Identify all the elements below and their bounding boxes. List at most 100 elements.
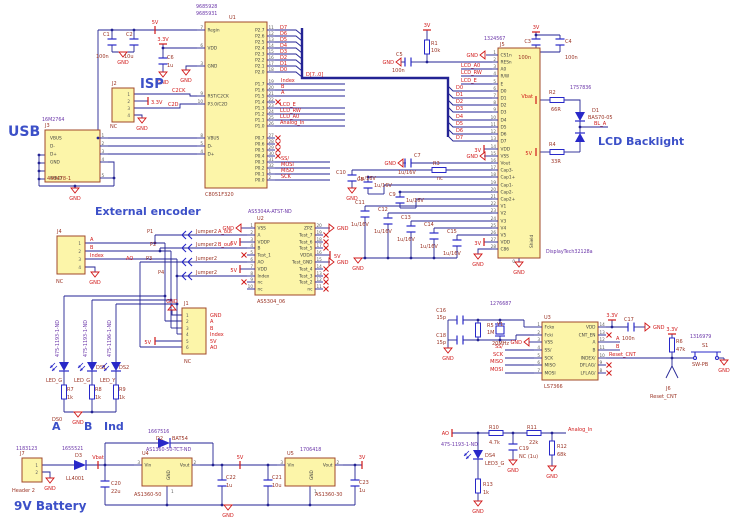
text-val: Jumper2 bbox=[195, 242, 217, 248]
gnd-arrow bbox=[508, 459, 518, 466]
text-ref: C13 bbox=[401, 215, 411, 221]
gnd-label: GND bbox=[337, 260, 349, 266]
text-val: 1k bbox=[483, 490, 489, 496]
pin-name: A0 bbox=[501, 67, 507, 73]
gnd-label: GND bbox=[442, 356, 454, 362]
text-val: 1u/16V bbox=[406, 198, 424, 204]
pin-number: 26 bbox=[491, 230, 497, 235]
gnd-arrow bbox=[395, 57, 402, 67]
power-label: 5V bbox=[152, 20, 159, 26]
junction-dot bbox=[37, 169, 41, 173]
pin-name: VBUS bbox=[208, 136, 220, 142]
pin-number: 3 bbox=[493, 64, 496, 69]
ic-u2 bbox=[247, 222, 323, 296]
pin-name: V2 bbox=[501, 211, 507, 217]
nc-mark bbox=[275, 141, 281, 147]
pin-name: Cap2- bbox=[501, 190, 514, 196]
junction-dot bbox=[550, 431, 554, 435]
pin-number: 2 bbox=[537, 330, 540, 335]
resistor bbox=[113, 384, 119, 400]
text-ref: R2 bbox=[549, 90, 556, 96]
pin-number: 2 bbox=[127, 99, 130, 104]
pin-name: SCK bbox=[545, 356, 554, 362]
order-code: 16M2764 bbox=[42, 117, 64, 123]
pin-name: P2.5 bbox=[255, 40, 265, 46]
power-label: 3V bbox=[533, 25, 540, 31]
nc-mark bbox=[323, 273, 329, 279]
refdes: J2 bbox=[111, 81, 117, 87]
text-ref: S1 bbox=[702, 343, 708, 349]
junction-dot bbox=[432, 256, 436, 260]
pin-name: P2.7 bbox=[255, 28, 265, 34]
pin-name: D7 bbox=[501, 139, 507, 145]
junction-dot bbox=[220, 503, 224, 507]
text-net: D1 bbox=[280, 61, 287, 67]
text-net: MISO bbox=[490, 359, 503, 365]
pin-number: 3 bbox=[537, 337, 540, 342]
capacitor bbox=[363, 181, 373, 189]
pin-name: P0.5 bbox=[255, 148, 265, 154]
gnd-arrow bbox=[137, 117, 147, 124]
gnd-label: GND bbox=[383, 60, 395, 66]
pin-name: Regin bbox=[208, 28, 220, 34]
gnd-arrow bbox=[514, 261, 524, 268]
wire bbox=[447, 92, 492, 99]
pin-number: 4 bbox=[537, 345, 540, 350]
power-label: AO bbox=[442, 431, 449, 437]
pin-number: 4 bbox=[493, 71, 496, 76]
nc-mark bbox=[606, 370, 612, 376]
text-ref: R10 bbox=[489, 425, 499, 431]
pin-name: nc bbox=[258, 281, 264, 286]
pin-name: Test_GND bbox=[291, 260, 313, 266]
pin-name: B bbox=[593, 348, 596, 354]
text-net: Analog_In bbox=[568, 427, 592, 433]
refdes: U4 bbox=[142, 451, 149, 457]
text-ref: C14 bbox=[424, 222, 434, 228]
chevron bbox=[181, 243, 187, 253]
junction-dot bbox=[308, 503, 312, 507]
pin-number: 5 bbox=[200, 141, 203, 146]
pin-number: 4 bbox=[186, 332, 189, 337]
pin-number: 14 bbox=[269, 43, 275, 48]
pin-number: 10 bbox=[491, 115, 497, 120]
ic-body bbox=[181, 307, 207, 355]
text-ref: R7 bbox=[67, 387, 74, 393]
pin-number: 6 bbox=[493, 86, 496, 91]
pin-number: 9 bbox=[250, 277, 253, 282]
gnd-arrow bbox=[479, 151, 486, 161]
pin-number: 20 bbox=[269, 85, 275, 90]
text-val: 15p bbox=[436, 340, 446, 346]
gnd-symbol bbox=[70, 187, 80, 194]
inner-label: Shield bbox=[529, 235, 535, 248]
gnd-label: GND bbox=[44, 486, 56, 492]
x bbox=[606, 332, 612, 338]
text-ref: NC bbox=[110, 124, 118, 130]
text-ref: R12 bbox=[557, 444, 567, 450]
text-net: LCD_E bbox=[280, 102, 296, 108]
text-num: 1 bbox=[314, 489, 317, 494]
gnd-label: GND bbox=[337, 226, 349, 232]
pin-number: 10 bbox=[600, 353, 606, 358]
pin-name: D0 bbox=[501, 89, 507, 95]
pin-name: CNT_EN bbox=[579, 333, 596, 339]
text-ref: R1 bbox=[431, 41, 438, 47]
text-ref: C17 bbox=[624, 317, 634, 323]
x bbox=[275, 99, 281, 105]
text-ref: C23 bbox=[359, 480, 369, 486]
gnd-symbol bbox=[508, 459, 518, 466]
text-net: MOSI bbox=[490, 367, 503, 373]
gnd-symbol bbox=[235, 223, 242, 233]
ic-u1 bbox=[197, 21, 275, 189]
part-value: AS1360-30 bbox=[315, 492, 343, 498]
pin-number: 24 bbox=[269, 109, 275, 114]
inner-label: GND bbox=[166, 469, 172, 480]
pin-number: 2 bbox=[337, 460, 340, 465]
pin-number: 12 bbox=[317, 277, 323, 282]
pin-name: D4 bbox=[501, 118, 507, 124]
pin-number: 23 bbox=[269, 103, 275, 108]
power-label: Vbat bbox=[92, 455, 104, 461]
capacitor bbox=[383, 217, 393, 225]
text-val: 68k bbox=[557, 452, 566, 458]
gnd-label: GND bbox=[718, 368, 730, 374]
text-net: SS/ bbox=[281, 156, 289, 162]
